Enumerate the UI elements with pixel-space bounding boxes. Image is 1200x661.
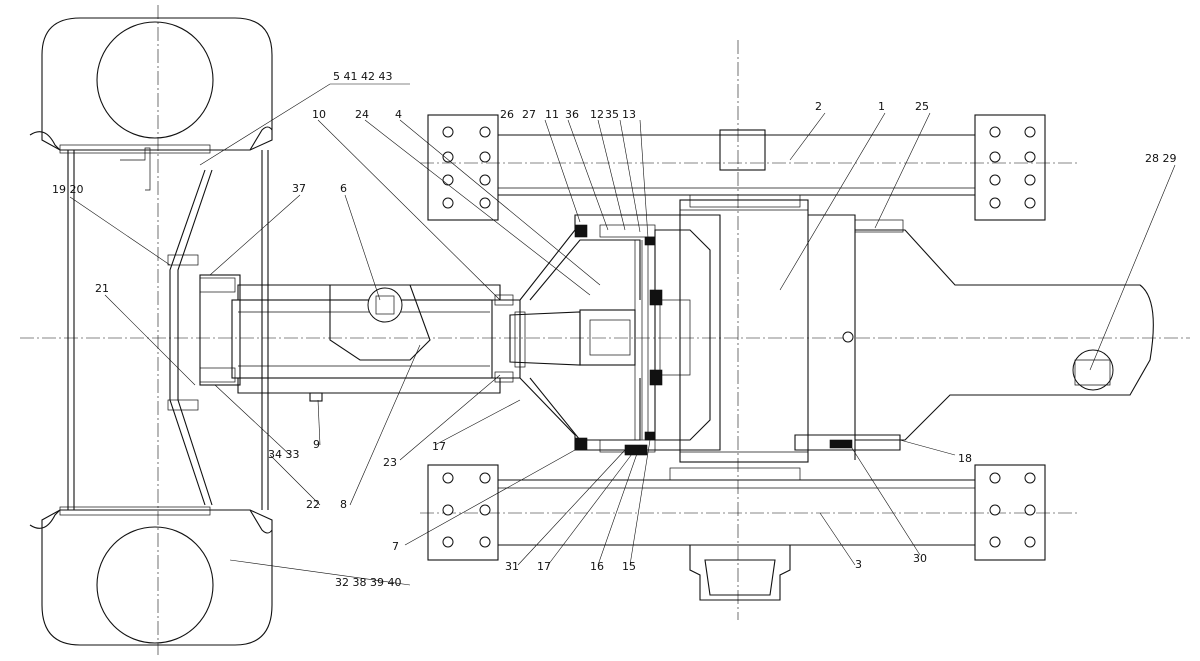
part-label: 27	[522, 108, 536, 121]
tire-upper	[41, 17, 273, 151]
part-label: 36	[565, 108, 579, 121]
part-label: 35	[605, 108, 619, 121]
part-label: 32 38 39 40	[335, 576, 401, 589]
part-label: 12	[590, 108, 604, 121]
part-label: 2	[815, 100, 822, 113]
gear-housing	[519, 214, 721, 456]
part-label: 31	[505, 560, 519, 573]
part-labels: 5 41 42 43 10 24 4 26 27 11 36 12 35 13 …	[52, 70, 1177, 589]
part-label: 30	[913, 552, 927, 565]
part-label: 18	[958, 452, 972, 465]
part-label: 13	[622, 108, 636, 121]
part-label: 7	[392, 540, 399, 553]
lower-frame	[427, 464, 1046, 601]
part-label: 21	[95, 282, 109, 295]
bolt-holes-lower	[442, 472, 1036, 548]
center-lines	[20, 5, 1190, 655]
part-label: 8	[340, 498, 347, 511]
part-label: 1	[878, 100, 885, 113]
part-label: 25	[915, 100, 929, 113]
part-label: 22	[306, 498, 320, 511]
part-label: 16	[590, 560, 604, 573]
part-label: 4	[395, 108, 402, 121]
part-label: 17	[537, 560, 551, 573]
part-label: 23	[383, 456, 397, 469]
part-label: 6	[340, 182, 347, 195]
upper-frame	[427, 114, 1046, 221]
part-label: 11	[545, 108, 559, 121]
part-label: 24	[355, 108, 369, 121]
part-label: 26	[500, 108, 514, 121]
rim	[29, 126, 273, 534]
main-body	[679, 199, 1154, 463]
part-label: 19 20	[52, 183, 84, 196]
part-label: 9	[313, 438, 320, 451]
part-label: 10	[312, 108, 326, 121]
part-label: 5 41 42 43	[333, 70, 392, 83]
part-label: 17	[432, 440, 446, 453]
part-label: 3	[855, 558, 862, 571]
part-label: 28 29	[1145, 152, 1177, 165]
part-label: 34 33	[268, 448, 300, 461]
leader-lines	[69, 83, 1176, 586]
tire-lower	[41, 509, 273, 646]
part-label: 15	[622, 560, 636, 573]
bolt-holes-upper	[442, 126, 1036, 209]
part-label: 37	[292, 182, 306, 195]
